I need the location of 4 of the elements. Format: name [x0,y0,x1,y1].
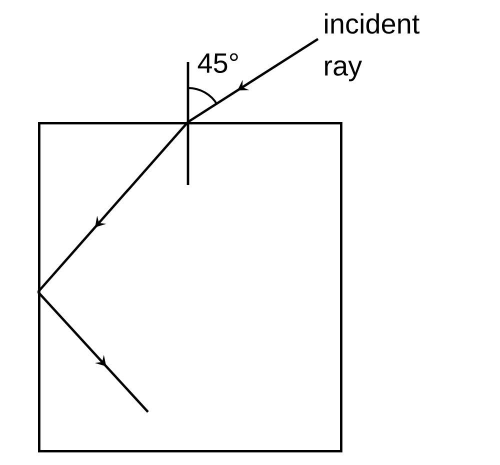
glass-block [38,122,342,452]
ray-label: incident ray [325,13,420,82]
incident-ray [187,38,319,123]
angle-label: 45° [198,53,238,73]
